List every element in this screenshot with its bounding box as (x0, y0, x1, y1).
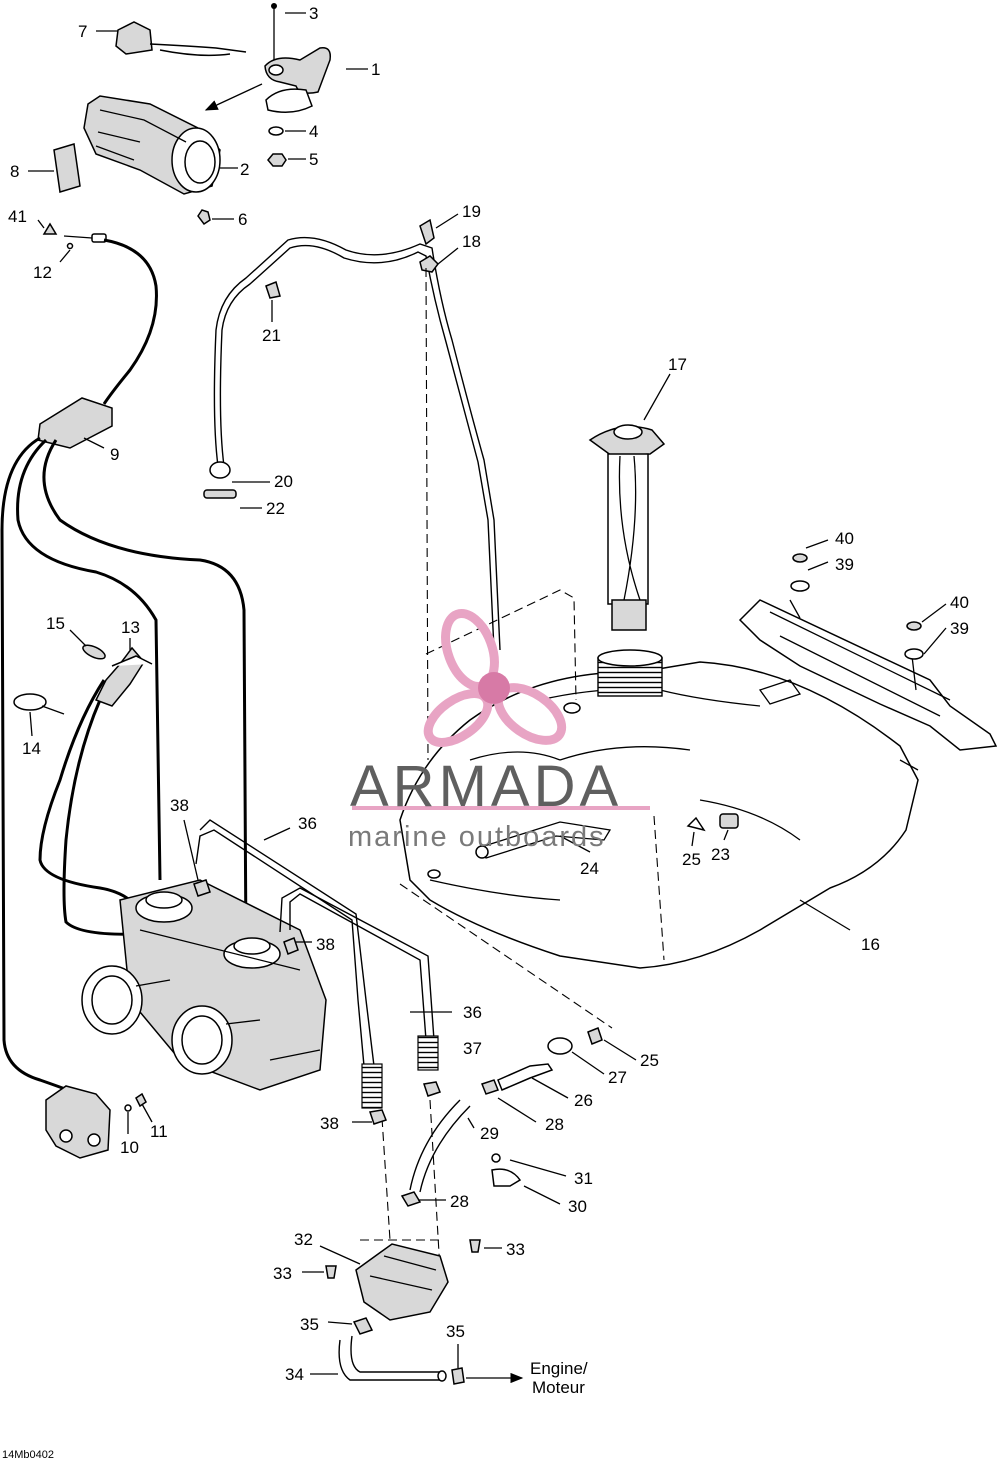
callout-9: 9 (110, 445, 119, 464)
callout-10: 10 (120, 1138, 139, 1157)
callout-labels: 1 2 3 4 5 6 7 8 9 10 11 12 13 14 15 16 1… (8, 4, 969, 1384)
callout-40-left: 40 (835, 529, 854, 548)
callout-39-right: 39 (950, 619, 969, 638)
leader-lines (28, 12, 947, 1375)
callout-21: 21 (262, 326, 281, 345)
assembly-lines (360, 267, 665, 1271)
watermark-tagline: marine outboards (348, 821, 606, 853)
callout-19: 19 (462, 202, 481, 221)
callout-30: 30 (568, 1197, 587, 1216)
callout-17: 17 (668, 355, 687, 374)
callout-24: 24 (580, 859, 599, 878)
callout-32: 32 (294, 1230, 313, 1249)
carburetor-assembly (81, 879, 327, 1091)
callout-34: 34 (285, 1365, 304, 1384)
callout-35-left: 35 (300, 1315, 319, 1334)
callout-36-lower: 36 (463, 1003, 482, 1022)
destination-label-line1: Engine/ (530, 1359, 588, 1378)
callout-3: 3 (309, 4, 318, 23)
throttle-housing-group (42, 3, 332, 250)
callout-36-upper: 36 (298, 814, 317, 833)
callout-13: 13 (121, 618, 140, 637)
callout-33-right: 33 (506, 1240, 525, 1259)
callout-20: 20 (274, 472, 293, 491)
watermark-brand: ARMADA (350, 754, 622, 819)
callout-22: 22 (266, 499, 285, 518)
callout-41: 41 (8, 207, 27, 226)
callout-11: 11 (150, 1122, 168, 1141)
callout-12: 12 (33, 263, 52, 282)
callout-2: 2 (240, 160, 249, 179)
callout-18: 18 (462, 232, 481, 251)
callout-38-bottom: 38 (320, 1114, 339, 1133)
callout-28-lower: 28 (450, 1192, 469, 1211)
callout-35-right: 35 (446, 1322, 465, 1341)
callout-38-middle: 38 (316, 935, 335, 954)
callout-28-upper: 28 (545, 1115, 564, 1134)
callout-29: 29 (480, 1124, 499, 1143)
destination-label-line2: Moteur (532, 1378, 585, 1397)
callout-33-left: 33 (273, 1264, 292, 1283)
callout-38-top: 38 (170, 796, 189, 815)
callout-27: 27 (608, 1068, 627, 1087)
callout-23: 23 (711, 845, 730, 864)
callout-1: 1 (371, 60, 380, 79)
callout-39-left: 39 (835, 555, 854, 574)
callout-16: 16 (861, 935, 880, 954)
callout-25-tank: 25 (682, 850, 701, 869)
callout-25-line: 25 (640, 1051, 659, 1070)
callout-40-right: 40 (950, 593, 969, 612)
propeller-logo-icon (423, 609, 567, 747)
callout-4: 4 (309, 122, 318, 141)
callout-7: 7 (78, 22, 87, 41)
armada-watermark: ARMADA marine outboards (348, 609, 650, 853)
callout-15: 15 (46, 614, 65, 633)
callout-37: 37 (463, 1039, 482, 1058)
callout-8: 8 (10, 162, 19, 181)
callout-26: 26 (574, 1091, 593, 1110)
callout-5: 5 (309, 150, 318, 169)
fuel-hoses (195, 819, 603, 1385)
callout-31: 31 (574, 1169, 593, 1188)
callout-6: 6 (238, 210, 247, 229)
vent-tube (203, 218, 501, 651)
drawing-code: 14Mb0402 (2, 1449, 54, 1461)
callout-14: 14 (22, 739, 41, 758)
